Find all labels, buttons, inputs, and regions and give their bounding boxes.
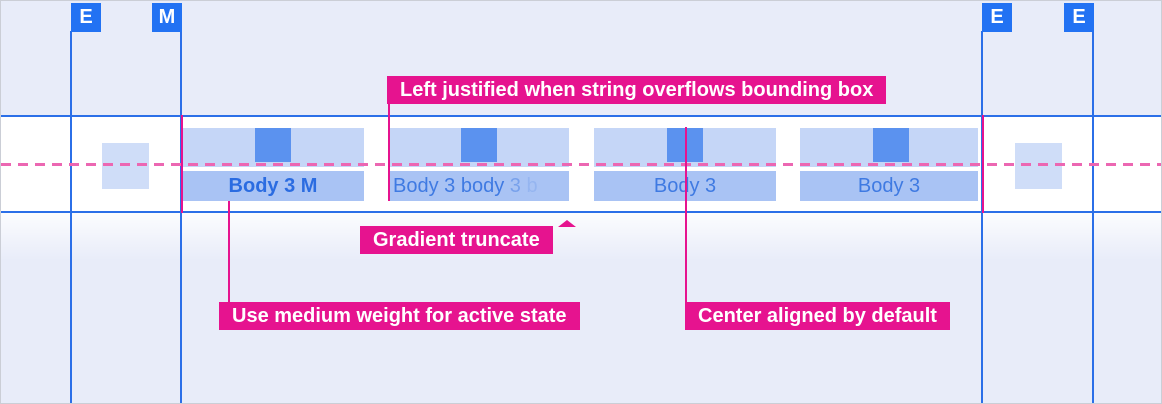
tab-icon-placeholder	[461, 128, 497, 162]
margin-guide-line	[981, 31, 983, 403]
tab-item-truncated[interactable]: Body 3 body 3 b	[389, 128, 569, 201]
tab-label: Body 3 body 3 b	[389, 171, 569, 201]
margin-guide-line	[180, 31, 182, 403]
leader-line-medium-weight	[228, 201, 230, 302]
margin-guide-line	[70, 31, 72, 403]
margin-square-left	[102, 143, 149, 189]
callout-gradient-truncate: Gradient truncate	[360, 226, 553, 254]
tab-label-text: Body 3 body	[393, 175, 510, 197]
tab-icon-placeholder	[873, 128, 909, 162]
margin-guide-line	[1092, 31, 1094, 403]
tabbar-band-glow	[1, 213, 1161, 261]
callout-center-aligned: Center aligned by default	[685, 302, 950, 330]
tab-icon-placeholder	[255, 128, 291, 162]
tab-item-active[interactable]: Body 3 M	[182, 128, 364, 201]
content-edge-marker-right	[982, 115, 984, 213]
leader-line-left-justified	[388, 104, 390, 201]
tab-label-fade: 3	[509, 175, 527, 197]
tab-label: Body 3	[800, 171, 978, 201]
callout-medium-weight: Use medium weight for active state	[219, 302, 580, 330]
callout-left-justified: Left justified when string overflows bou…	[387, 76, 887, 104]
callout-caret-up-icon	[558, 220, 576, 227]
baseline-dashed-line	[1, 163, 1161, 166]
margin-chip-m: M	[152, 3, 182, 32]
tab-item[interactable]: Body 3	[800, 128, 978, 201]
content-edge-marker-left	[181, 115, 183, 213]
margin-chip-e-left: E	[71, 3, 101, 32]
tab-label: Body 3 M	[182, 171, 364, 201]
leader-line-center-aligned	[685, 127, 687, 302]
tab-label-fade: b	[526, 175, 538, 197]
margin-chip-e-edge: E	[1064, 3, 1094, 32]
margin-square-right	[1015, 143, 1062, 189]
margin-chip-e-right: E	[982, 3, 1012, 32]
